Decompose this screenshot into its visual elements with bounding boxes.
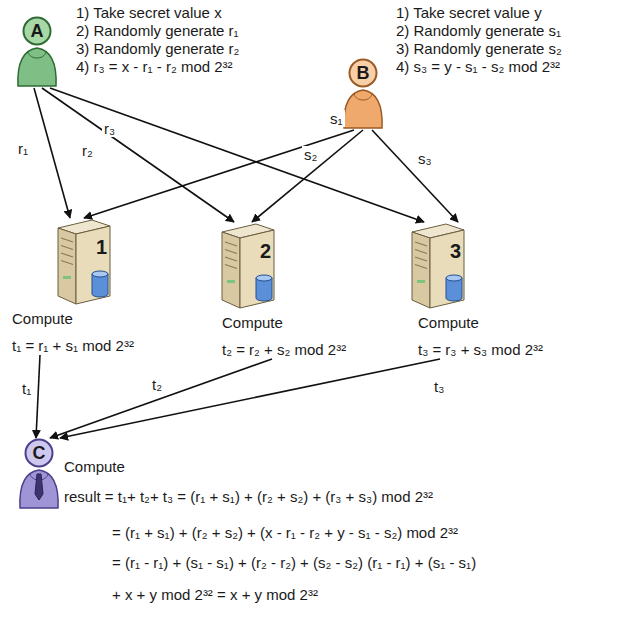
arrow-connector (36, 355, 40, 438)
person-node: B (340, 58, 386, 130)
person-node: A (14, 16, 60, 88)
share-label: r₃ (102, 120, 117, 137)
server-number: 1 (96, 236, 107, 258)
step-text: 3) Randomly generate s₂ (396, 40, 562, 58)
result-formula: = (r₁ + s₁) + (r₂ + s₂) + (x - r₁ - r₂ +… (112, 524, 458, 542)
share-label: s₂ (302, 146, 319, 163)
step-text: 2) Randomly generate s₁ (396, 22, 561, 40)
arrow-connector (50, 359, 272, 438)
arrow-connector (372, 130, 458, 222)
share-label: r₁ (16, 140, 30, 157)
server-number: 3 (450, 240, 461, 262)
arrow-connector (84, 130, 354, 218)
person-letter: B (340, 61, 386, 85)
server-node: 1Compute t₁ = r₁ + s₁ mod 2³² (10, 218, 134, 355)
share-label: r₂ (80, 142, 95, 159)
server-node: 2Compute t₂ = r₂ + s₂ mod 2³² (212, 222, 346, 359)
formula-text: t₁ = r₁ + s₁ mod 2³² (12, 337, 134, 355)
arrow-connector (42, 88, 234, 222)
share-label: s₃ (416, 150, 434, 167)
server-icon (216, 222, 280, 312)
arrow-connector (252, 130, 363, 222)
arrow-connector (34, 88, 70, 218)
compute-label: Compute (64, 458, 125, 476)
share-label: t₃ (432, 378, 446, 395)
formula-text: t₂ = r₂ + s₂ mod 2³² (222, 341, 346, 359)
person-letter: C (16, 441, 62, 465)
arrow-connector (60, 359, 440, 438)
compute-label: Compute (222, 314, 346, 332)
compute-label: Compute (12, 310, 134, 328)
step-text: 4) s₃ = y - s₁ - s₂ mod 2³² (396, 58, 560, 76)
compute-label: Compute (418, 314, 543, 332)
server-icon (52, 218, 116, 308)
share-label: s₁ (328, 110, 345, 127)
server-node: 3Compute t₃ = r₃ + s₃ mod 2³² (402, 222, 543, 359)
arrow-connector (50, 88, 424, 222)
person-letter: A (14, 19, 60, 43)
person-node: C (16, 438, 62, 510)
result-formula: + x + y mod 2³² = x + y mod 2³² (112, 586, 318, 604)
result-formula: result = t₁+ t₂+ t₃ = (r₁ + s₁) + (r₂ + … (64, 488, 433, 506)
server-icon (406, 222, 470, 312)
share-label: t₂ (150, 376, 164, 393)
result-formula: = (r₁ - r₁) + (s₁ - s₁) + (r₂ - r₂) + (s… (112, 554, 476, 572)
step-text: 3) Randomly generate r₂ (76, 40, 239, 58)
step-text: 4) r₃ = x - r₁ - r₂ mod 2³² (76, 58, 233, 76)
step-text: 1) Take secret value x (76, 4, 222, 22)
step-text: 1) Take secret value y (396, 4, 542, 22)
step-text: 2) Randomly generate r₁ (76, 22, 239, 40)
server-number: 2 (260, 240, 271, 262)
formula-text: t₃ = r₃ + s₃ mod 2³² (418, 341, 543, 359)
share-label: t₁ (20, 380, 33, 397)
